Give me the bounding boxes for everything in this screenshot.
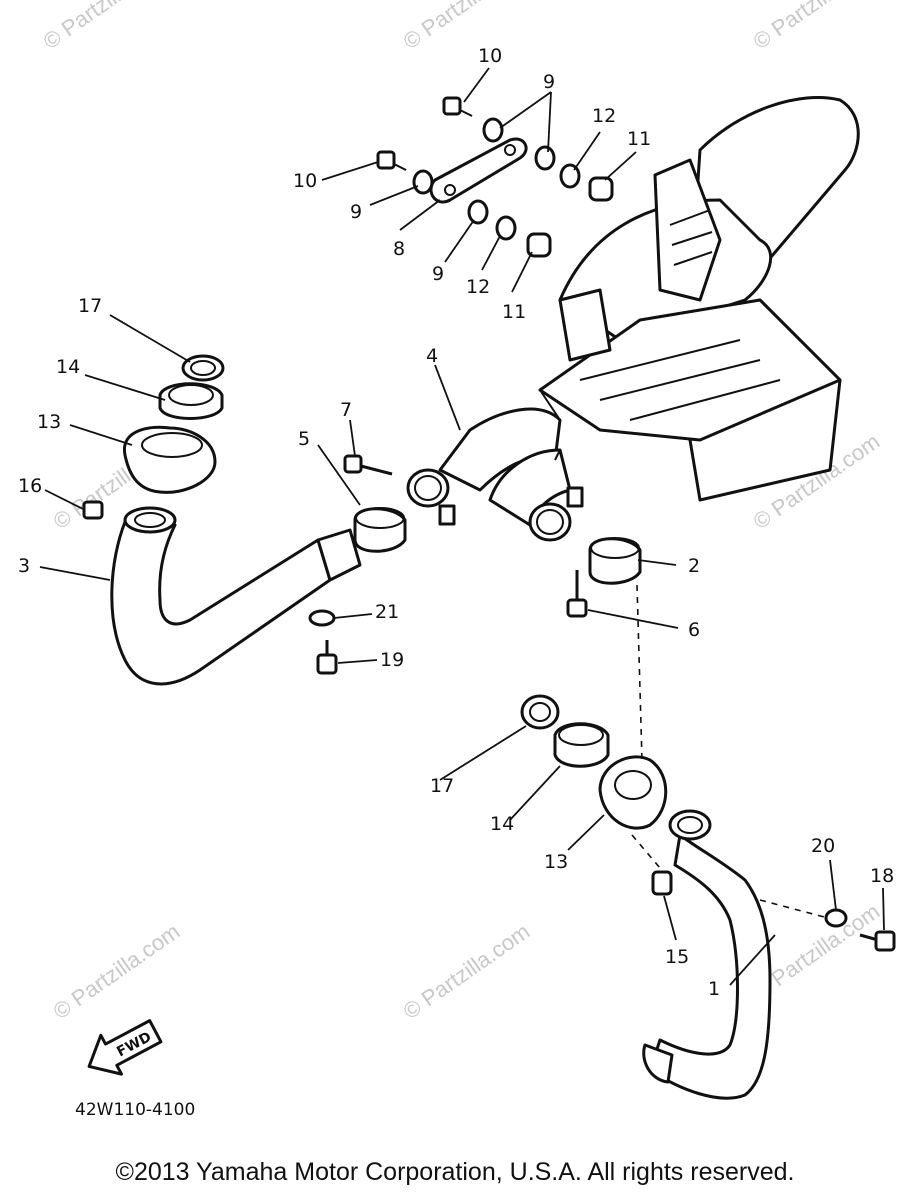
nut-part-16 <box>82 500 104 520</box>
callout-label: 11 <box>502 301 526 323</box>
collar-part-11 <box>526 176 614 258</box>
forward-arrow-icon: FWD <box>87 1019 163 1076</box>
callout-label: 3 <box>18 555 30 577</box>
callout-label: 12 <box>466 276 490 298</box>
bolt-part-18 <box>859 930 896 952</box>
watermark: © Partzilla.com <box>749 0 885 54</box>
callout-label: 4 <box>426 345 438 367</box>
callout-label: 11 <box>627 128 651 150</box>
callout-label: 18 <box>870 865 894 887</box>
callout-label: 8 <box>393 238 405 260</box>
callout-label: 9 <box>432 263 444 285</box>
watermark: © Partzilla.com <box>399 919 535 1025</box>
gasket-part-17 <box>181 354 225 382</box>
watermark: © Partzilla.com <box>399 0 535 54</box>
callout-label: 10 <box>478 45 502 67</box>
bolt-part-10 <box>442 96 473 117</box>
washer-part-20 <box>824 908 848 928</box>
watermark: © Partzilla.com <box>49 919 185 1025</box>
bolt-part-6 <box>566 570 588 618</box>
ring-part-14 <box>553 722 610 768</box>
callout-label: 21 <box>375 601 399 623</box>
leader-lines <box>39 67 885 986</box>
muffler-part-4 <box>438 95 860 527</box>
ring-part-14 <box>158 382 224 420</box>
callout-label: 9 <box>350 201 362 223</box>
nut-part-12 <box>495 163 581 241</box>
flange-part-13 <box>598 755 668 830</box>
callout-label: 1 <box>708 978 720 1000</box>
callout-label: 7 <box>340 399 352 421</box>
clamp <box>528 486 584 542</box>
gasket-part-5 <box>353 507 407 553</box>
washer-part-9 <box>412 117 556 225</box>
exhaust-pipe-part-1 <box>642 809 772 1100</box>
callout-label: 20 <box>811 835 835 857</box>
callout-label: 13 <box>37 411 61 433</box>
gasket-part-17 <box>520 694 560 730</box>
bolt-part-7 <box>343 454 393 476</box>
clamp <box>406 468 456 526</box>
bolt-part-19 <box>316 640 338 675</box>
callout-label: 9 <box>543 71 555 93</box>
nut-part-15 <box>651 870 673 896</box>
callout-label: 5 <box>298 428 310 450</box>
gasket-part-2 <box>588 537 642 585</box>
callout-label: 17 <box>430 775 454 797</box>
callout-label: 13 <box>544 851 568 873</box>
callout-label: 2 <box>688 555 700 577</box>
callout-label: 19 <box>380 649 404 671</box>
bracket-part-8 <box>429 137 528 204</box>
callout-label: 17 <box>78 295 102 317</box>
callout-labels: 10 9 10 9 8 9 12 11 12 11 17 14 13 16 3 … <box>18 45 894 1000</box>
callout-label: 15 <box>665 946 689 968</box>
bolt-part-10 <box>376 150 407 171</box>
diagram-code: 42W110-4100 <box>75 1100 195 1120</box>
callout-label: 10 <box>293 170 317 192</box>
callout-label: 6 <box>688 619 700 641</box>
washer-part-21 <box>308 609 336 627</box>
flange-part-13 <box>123 425 217 494</box>
callout-label: 12 <box>592 105 616 127</box>
copyright-notice: ©2013 Yamaha Motor Corporation, U.S.A. A… <box>116 1158 795 1186</box>
callout-label: 14 <box>490 813 514 835</box>
callout-label: 16 <box>18 475 42 497</box>
callout-label: 14 <box>56 356 80 378</box>
watermark: © Partzilla.com <box>39 0 175 54</box>
exhaust-pipe-part-3 <box>110 506 362 686</box>
